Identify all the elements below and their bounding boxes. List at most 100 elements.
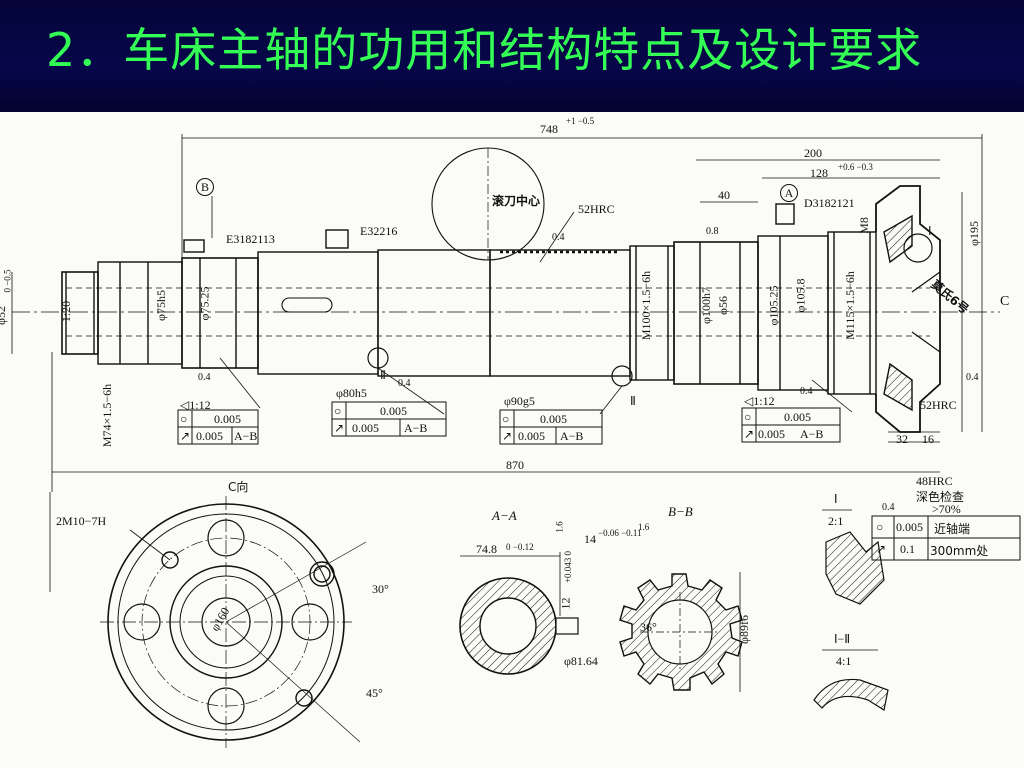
- dim-200: 200: [804, 146, 822, 160]
- detail-2-scale: 4:1: [836, 654, 852, 668]
- tolerance-frames: [177, 401, 841, 445]
- tol3-r1-val: 0.005: [540, 412, 567, 426]
- spec-check: 深色检查: [916, 490, 965, 504]
- hrc52-right: 52HRC: [920, 398, 957, 412]
- thread-m100: M100×1.5−6h: [639, 270, 654, 341]
- tol3-r2-val: 0.005: [518, 429, 545, 443]
- dim-128: 128: [810, 166, 828, 180]
- tol2-r2-ref: A−B: [404, 421, 428, 435]
- view-c-angle-45: 45°: [366, 686, 383, 700]
- tol1-r1-val: 0.005: [214, 412, 241, 426]
- detail-1-label: Ⅰ: [834, 492, 838, 506]
- tol3-r2-sym: ↗: [502, 429, 513, 443]
- dim-32: 32: [896, 432, 908, 446]
- view-c-title: C向: [228, 480, 249, 494]
- tol2-r2-val: 0.005: [352, 421, 379, 435]
- tol4-r1-val: 0.005: [784, 410, 811, 424]
- view-c-arrow: C: [1000, 294, 1010, 309]
- view-c-angle-30: 30°: [372, 582, 389, 596]
- dia-52: φ52: [0, 306, 8, 325]
- tol4-r1-sym: ○: [744, 410, 752, 424]
- section-aa-12: 12: [558, 597, 573, 610]
- tol1-r1-sym: ○: [180, 412, 188, 426]
- spec-r2-note: 300mm处: [930, 544, 989, 558]
- spec-r1-val: 0.005: [896, 520, 923, 534]
- section-aa-74-8: 74.8: [476, 542, 497, 556]
- spec-hrc: 48HRC: [916, 474, 953, 488]
- roman-2b: Ⅱ: [630, 394, 636, 408]
- dim-overall-tol: +1 −0.5: [566, 116, 595, 126]
- tol3-r2-ref: A−B: [560, 429, 584, 443]
- section-bb-title: B−B: [668, 504, 693, 519]
- section-aa: [459, 552, 579, 675]
- dim-870: 870: [506, 458, 524, 472]
- bearing-d3182121: D3182121: [804, 196, 855, 210]
- dimension-lines: [11, 134, 983, 592]
- section-bb-36: 36°: [640, 620, 657, 634]
- tol4-r2-ref: A−B: [800, 427, 824, 441]
- section-aa-title: A−A: [492, 508, 517, 523]
- section-bb-81-64: φ81.64: [564, 654, 598, 668]
- hrc52-top: 52HRC: [578, 202, 615, 216]
- dia-56: φ56: [715, 296, 730, 315]
- dia-105-8: φ105.8: [793, 278, 808, 313]
- view-c: [100, 496, 367, 748]
- taper-1-20: 1:20: [59, 300, 74, 323]
- dia-75-25: φ75.25: [197, 286, 212, 321]
- ra-04-a: 0.4: [198, 372, 211, 383]
- ra-04-b: 0.4: [398, 378, 411, 389]
- detail-1-scale: 2:1: [828, 514, 844, 528]
- tol1-title: ◁1:12: [180, 398, 211, 412]
- dim-40: 40: [718, 188, 730, 202]
- dia-105-25: φ105.25: [766, 285, 781, 326]
- detail-views: [813, 509, 889, 711]
- tol4-r2-val: 0.005: [758, 427, 785, 441]
- spec-r1-note: 近轴端: [934, 522, 971, 536]
- dim-128-tol: +0.6 −0.3: [838, 162, 873, 172]
- section-bb-89f6: φ89f6: [736, 615, 751, 644]
- section-aa-74-8-tol: 0 −0.12: [506, 542, 534, 552]
- thread-m74: M74×1.5−6h: [100, 383, 115, 448]
- section-bb-14: 14: [584, 532, 596, 546]
- ra-04-top: 0.4: [882, 502, 895, 513]
- dia-52-tol: 0 −0.5: [2, 269, 13, 293]
- drawing-svg: [11, 134, 1021, 748]
- tol3-title: φ90g5: [504, 394, 535, 408]
- tol2-r2-sym: ↗: [334, 421, 345, 435]
- ra-04-c: 0.4: [552, 232, 565, 243]
- tol2-r1-val: 0.005: [380, 404, 407, 418]
- ra-04-e: 0.4: [966, 372, 979, 383]
- spec-pct: >70%: [932, 502, 961, 516]
- slide-title: 2．车床主轴的功用和结构特点及设计要求: [46, 23, 923, 77]
- bearing-e32216: E32216: [360, 224, 398, 238]
- detail-2-label: Ⅰ−Ⅱ: [834, 632, 851, 646]
- spec-r1-sym: ○: [876, 520, 884, 534]
- bearing-e3182113: E3182113: [226, 232, 275, 246]
- dia-195: φ195: [966, 221, 981, 246]
- tol1-r2-val: 0.005: [196, 429, 223, 443]
- tol2-title: φ80h5: [336, 386, 367, 400]
- section-bb-ra: 1.6: [638, 522, 650, 532]
- dim-overall: 748: [540, 122, 558, 136]
- spec-r2-val: 0.1: [900, 542, 915, 556]
- section-aa-12-tol: +0.043 0: [563, 550, 574, 584]
- tol4-title: ◁1:12: [744, 394, 775, 408]
- engineering-drawing: 748 +1 −0.5 200 128 +0.6 −0.3 40 870 32 …: [0, 112, 1024, 768]
- dim-16: 16: [922, 432, 934, 446]
- section-bb: [619, 572, 743, 692]
- dia-75h5: φ75h5: [153, 290, 168, 321]
- tol1-r2-ref: A−B: [234, 429, 258, 443]
- spindle-body: [12, 147, 1000, 433]
- tol4-r2-sym: ↗: [744, 427, 755, 441]
- spec-box-frame: [871, 515, 1021, 561]
- tol1-r2-sym: ↗: [180, 429, 191, 443]
- view-c-thread: 2M10−7H: [56, 514, 107, 528]
- tol2-r1-sym: ○: [334, 404, 342, 418]
- roman-2a: Ⅱ: [380, 368, 386, 382]
- ra-04-d: 0.4: [800, 386, 813, 397]
- spec-r2-sym: ↗: [876, 542, 887, 556]
- section-bb-14-tol: −0.06 −0.11: [598, 528, 642, 538]
- datum-a: A: [780, 184, 798, 202]
- roll-center: 滚刀中心: [492, 194, 541, 208]
- section-aa-ra: 1.6: [554, 521, 565, 533]
